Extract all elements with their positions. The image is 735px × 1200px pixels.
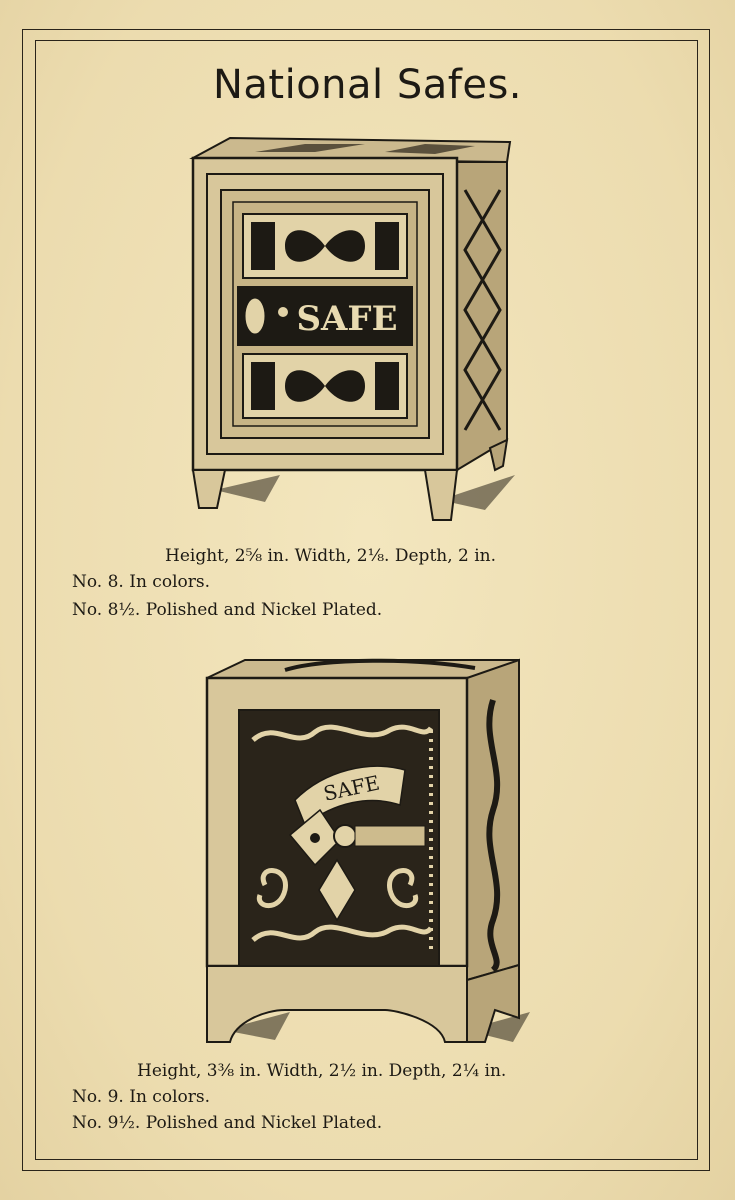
safe-no-9-dimensions: Height, 3⅜ in. Width, 2½ in. Depth, 2¼ i… [137,1061,507,1081]
safe-no-8-door-label: SAFE [297,299,398,339]
safe-no-8-line-colors: No. 8. In colors. [72,572,210,592]
inner-border [35,40,698,1160]
page-title: National Safes. [212,62,523,108]
safe-no-9-line-colors: No. 9. In colors. [72,1087,210,1107]
outer-border [22,29,710,1171]
safe-no-8-dimensions: Height, 2⅝ in. Width, 2⅛. Depth, 2 in. [165,546,497,566]
safe-no-8-line-nickel: No. 8½. Polished and Nickel Plated. [72,600,383,620]
safe-no-9-line-nickel: No. 9½. Polished and Nickel Plated. [72,1113,383,1133]
safe-no-9-illustration: SAFE [205,658,530,1043]
safe-no-8-illustration: SAFE [189,136,515,521]
